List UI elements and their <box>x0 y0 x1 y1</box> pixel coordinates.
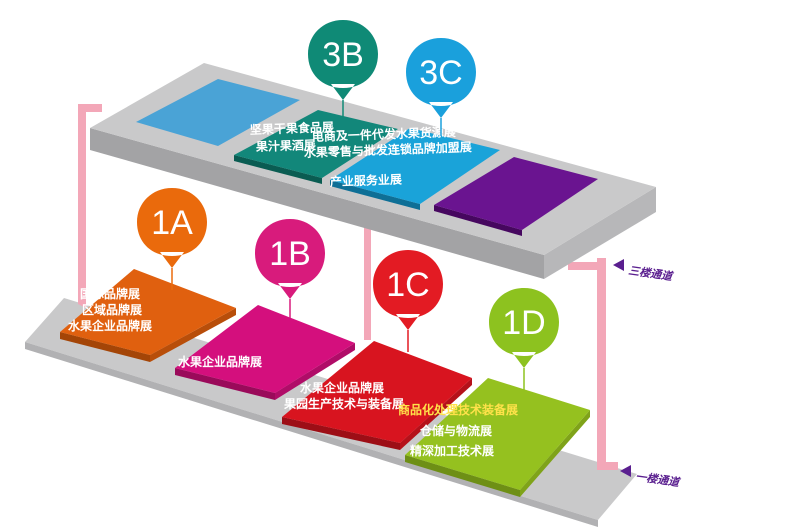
hall-1d-side2 <box>520 410 590 497</box>
hall-3c-side <box>330 180 420 210</box>
floor-3-slab-edge-right <box>544 187 656 279</box>
hall-3c-label-1: 电商及一件代发水果货源展 <box>312 124 456 144</box>
pin-3b[interactable]: 3B <box>308 20 378 118</box>
pin-1a-marker <box>137 188 207 268</box>
hall-3d-side <box>434 205 522 236</box>
hall-1d[interactable] <box>405 378 590 490</box>
pin-1c-marker <box>373 250 443 330</box>
pin-1b-marker <box>255 219 325 299</box>
hall-1d-labels: 商品化处理技术装备展 仓储与物流展 精深加工技术展 <box>398 402 518 458</box>
pin-1d[interactable]: 1D <box>489 288 559 390</box>
connector-left-cap <box>78 104 102 112</box>
pin-1a-label: 1A <box>151 204 193 242</box>
hall-3c[interactable] <box>330 128 500 204</box>
connector-right-top <box>568 262 606 270</box>
hall-1b-label-1: 水果企业品牌展 <box>178 354 262 369</box>
channel-third-floor-label: 三楼通道 <box>628 264 675 283</box>
connector-right <box>597 258 606 470</box>
connector-center <box>364 218 371 340</box>
connector-left <box>78 108 86 308</box>
hall-3c-labels: 电商及一件代发水果货源展 水果零售与批发连锁品牌加盟展 产业服务业展 <box>304 124 472 189</box>
pin-3b-label: 3B <box>322 36 364 74</box>
hall-3b-label-2: 果汁果酒展 <box>255 137 317 154</box>
hall-1a-label-2: 区域品牌展 <box>82 302 142 317</box>
hall-1a-label-1: 国际品牌展 <box>80 286 140 301</box>
pin-1c-label: 1C <box>386 266 429 304</box>
hall-3b-label-1: 坚果干果食品展 <box>250 119 334 137</box>
hall-3a[interactable] <box>136 79 300 146</box>
pin-1b[interactable]: 1B <box>255 219 325 318</box>
hall-1d-side <box>405 455 520 497</box>
channel-first-floor: 一楼通道 <box>620 465 682 489</box>
hall-3c-label-2: 水果零售与批发连锁品牌加盟展 <box>304 139 472 160</box>
arrow-left-icon <box>620 465 631 477</box>
hall-1b-side <box>175 368 275 400</box>
pin-1d-marker <box>489 288 559 368</box>
hall-3d[interactable] <box>434 157 598 230</box>
floor-1-slab-edge <box>25 342 598 527</box>
hall-1c-label-2: 果园生产技术与装备展 <box>283 396 404 411</box>
pin-1d-label: 1D <box>502 304 545 342</box>
pin-3c[interactable]: 3C <box>406 38 476 136</box>
hall-1d-label-3: 精深加工技术展 <box>410 443 494 458</box>
hall-1c-label-1: 水果企业品牌展 <box>300 380 384 395</box>
channel-first-floor-label: 一楼通道 <box>635 470 682 489</box>
pin-1c[interactable]: 1C <box>373 250 443 352</box>
hall-1a[interactable] <box>60 269 236 355</box>
pin-3c-marker <box>406 38 476 118</box>
connector-right-bottom <box>597 462 618 470</box>
hall-1c-side <box>282 417 400 450</box>
hall-3b-side <box>234 155 322 184</box>
floor-3-slab-edge <box>90 128 544 279</box>
pin-1b-label: 1B <box>269 235 311 273</box>
arrow-left-icon <box>613 259 624 271</box>
hall-1a-labels: 国际品牌展 区域品牌展 水果企业品牌展 <box>68 286 152 333</box>
hall-3b[interactable] <box>234 110 398 178</box>
hall-1b[interactable] <box>175 305 355 393</box>
hall-1c-side2 <box>400 378 472 450</box>
pin-3c-label: 3C <box>419 54 462 92</box>
hall-3c-label-3: 产业服务业展 <box>330 171 402 189</box>
hall-1d-label-2: 仓储与物流展 <box>419 423 492 438</box>
hall-1a-side <box>60 332 150 362</box>
pin-1a[interactable]: 1A <box>137 188 207 290</box>
hall-1b-labels: 水果企业品牌展 <box>178 354 262 369</box>
pin-3b-marker <box>308 20 378 100</box>
hall-1b-side2 <box>275 343 355 400</box>
hall-1d-label-1: 商品化处理技术装备展 <box>398 402 518 417</box>
channel-third-floor: 三楼通道 <box>613 259 675 283</box>
hall-1c[interactable] <box>282 341 472 443</box>
hall-1a-side2 <box>150 308 236 362</box>
hall-3b-labels: 坚果干果食品展 果汁果酒展 <box>250 119 334 154</box>
hall-1c-labels: 水果企业品牌展 果园生产技术与装备展 <box>283 380 404 411</box>
hall-1a-label-3: 水果企业品牌展 <box>68 318 152 333</box>
